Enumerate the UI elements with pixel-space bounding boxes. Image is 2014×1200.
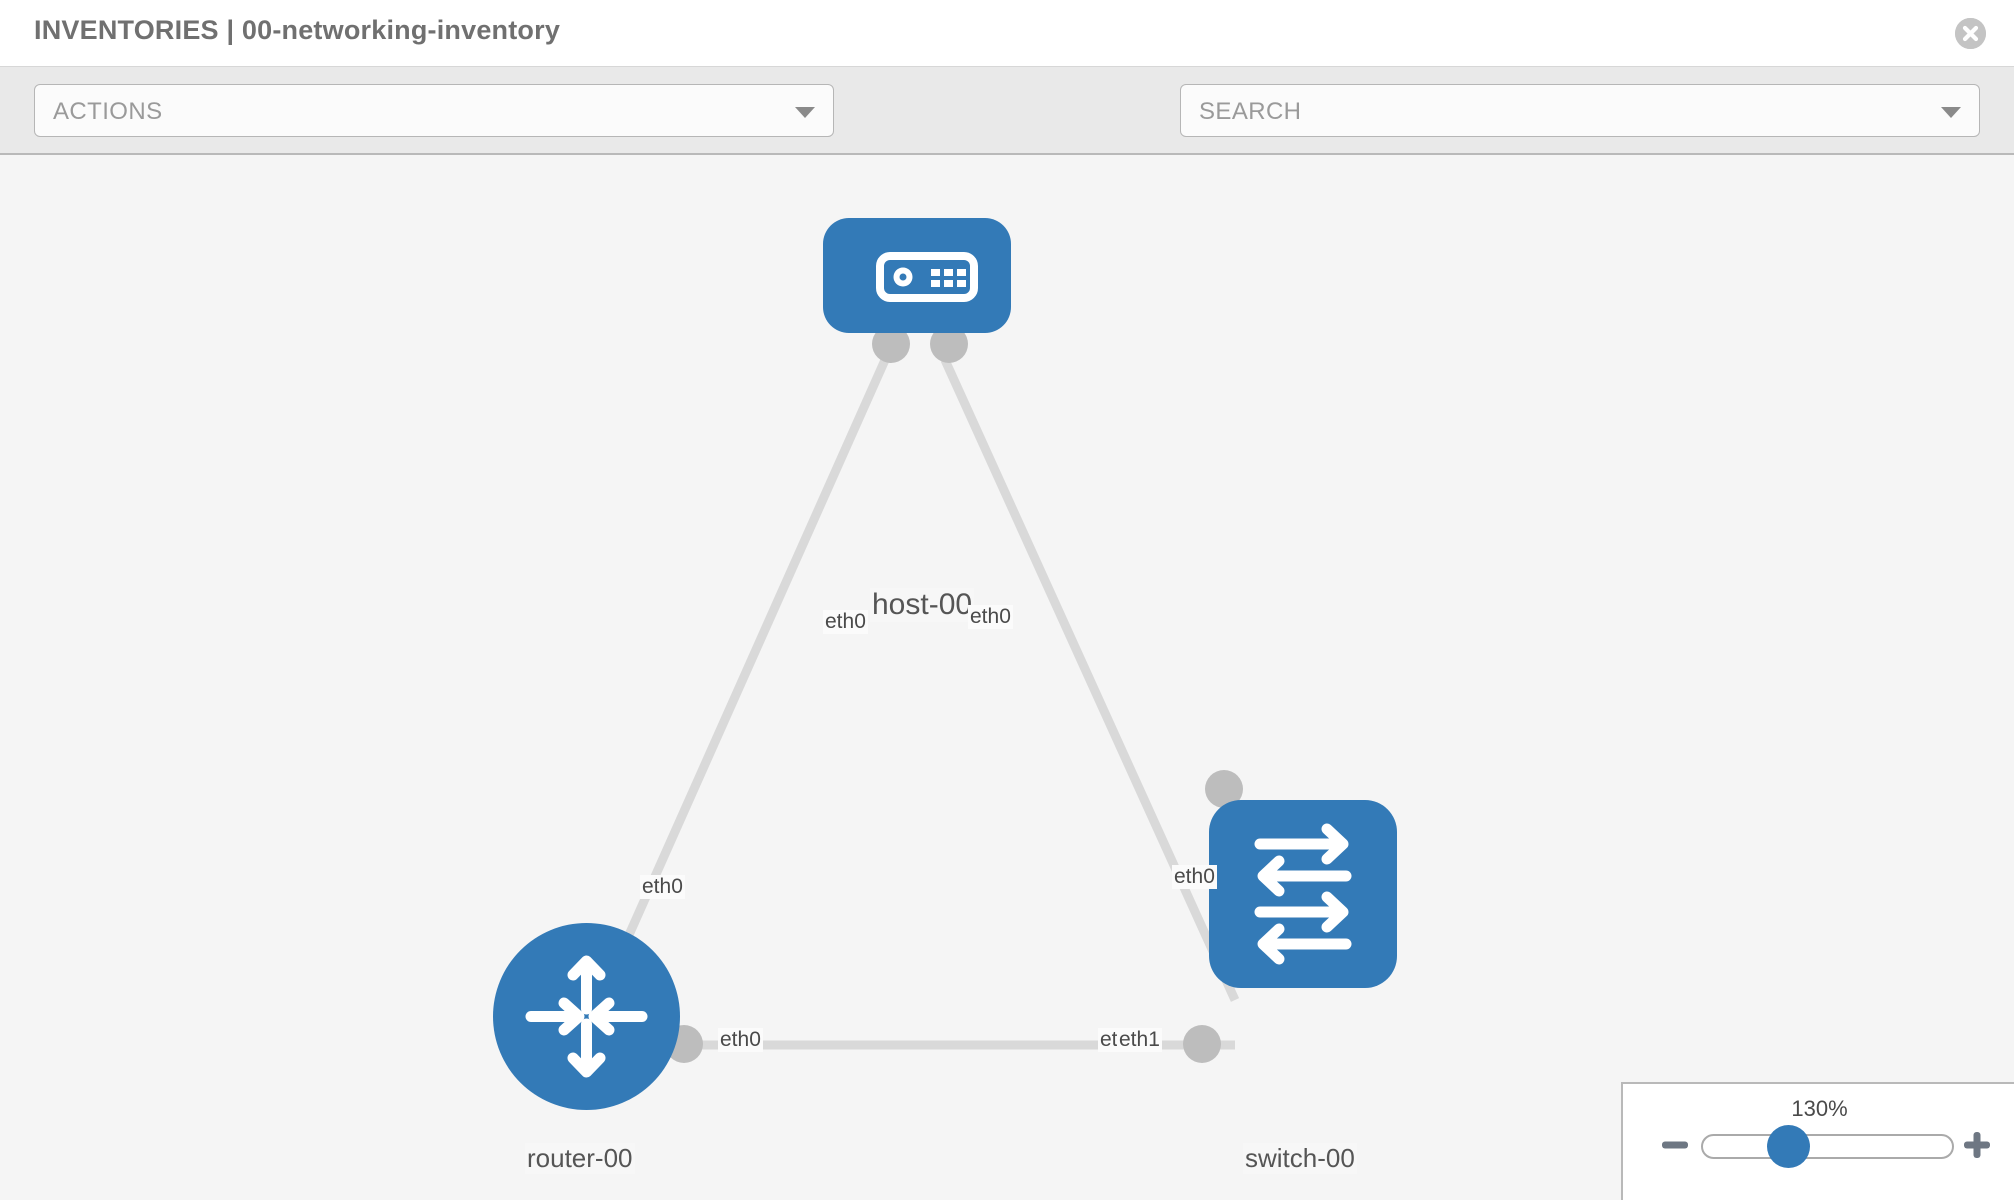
interface-label-router-upper: eth0 [640, 875, 685, 899]
toolbar: ACTIONS SEARCH [0, 67, 2014, 200]
actions-dropdown[interactable]: ACTIONS [34, 84, 834, 137]
edge-host-router[interactable] [595, 358, 890, 1002]
interface-label-switch-upper: eth0 [1172, 865, 1217, 889]
interface-label-router-right: eth0 [718, 1028, 763, 1052]
zoom-in-button[interactable] [1961, 1129, 1993, 1166]
host-node-shape[interactable] [823, 218, 1011, 333]
node-label-switch-00: switch-00 [1243, 1143, 1357, 1174]
page-header: INVENTORIES | 00-networking-inventory [0, 0, 2014, 67]
node-label-router-00: router-00 [525, 1143, 635, 1174]
router-node-shape[interactable] [493, 923, 680, 1110]
interface-label-host-right: eth0 [968, 605, 1013, 629]
switch-arrows-icon [1254, 823, 1352, 965]
router-arrows-icon [525, 955, 648, 1078]
plus-icon [1964, 1132, 1990, 1158]
search-placeholder: SEARCH [1199, 98, 1302, 125]
zoom-control-panel: 130% [1621, 1082, 2014, 1200]
chevron-down-icon [795, 107, 815, 118]
topology-canvas[interactable]: host-00 eth0 eth0 [0, 155, 2014, 1200]
zoom-slider-track[interactable] [1701, 1134, 1954, 1159]
close-icon[interactable] [1955, 18, 1986, 49]
search-input[interactable]: SEARCH [1180, 84, 1980, 137]
chevron-down-icon[interactable] [1941, 107, 1961, 118]
interface-label-host-left: eth0 [823, 610, 868, 634]
edge-host-switch[interactable] [940, 358, 1240, 1002]
node-label-host-00: host-00 [870, 588, 975, 622]
server-icon [876, 252, 978, 302]
actions-dropdown-label: ACTIONS [53, 98, 163, 125]
page-title: INVENTORIES | 00-networking-inventory [34, 15, 561, 45]
switch-node-shape[interactable] [1209, 800, 1397, 988]
minus-icon [1662, 1141, 1688, 1149]
zoom-out-button[interactable] [1659, 1129, 1691, 1166]
zoom-slider-thumb[interactable] [1767, 1125, 1810, 1168]
zoom-percent-label: 130% [1791, 1096, 1848, 1121]
interface-stub[interactable] [1183, 1025, 1221, 1063]
interface-label-switch-left-over: eth1 [1117, 1028, 1162, 1052]
